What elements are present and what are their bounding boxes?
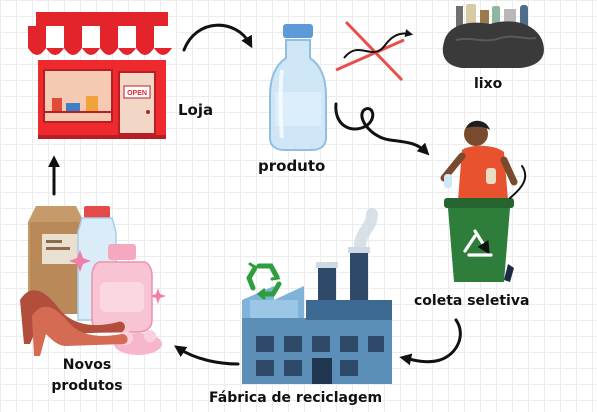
recycle-symbol-icon [246, 262, 282, 300]
arrow-factory-to-products [174, 345, 240, 366]
bin-handle-cord [509, 165, 527, 199]
arrow-collection-to-factory [399, 318, 462, 366]
trash-pile-icon [442, 4, 544, 68]
label-selective-collection: coleta seletiva [414, 293, 530, 309]
crossed-arrow-icon [335, 20, 414, 82]
label-store: Loja [178, 101, 214, 119]
label-product: produto [258, 157, 326, 175]
store-open-sign: OPEN [127, 90, 147, 97]
factory-icon [242, 208, 392, 384]
arrow-store-to-product [182, 23, 253, 52]
store-icon: OPEN [28, 12, 176, 139]
water-bottle-icon [269, 24, 327, 151]
recycling-bin-icon [440, 120, 518, 282]
label-new-products-line2: produtos [51, 378, 123, 394]
arrow-product-to-collection [334, 102, 430, 156]
label-new-products-line1: Novos [62, 357, 112, 373]
label-new-products: Novos produtos [42, 355, 132, 397]
products-icon [20, 206, 166, 356]
label-recycling-factory: Fábrica de reciclagem [209, 390, 383, 406]
label-trash: lixo [474, 76, 503, 92]
